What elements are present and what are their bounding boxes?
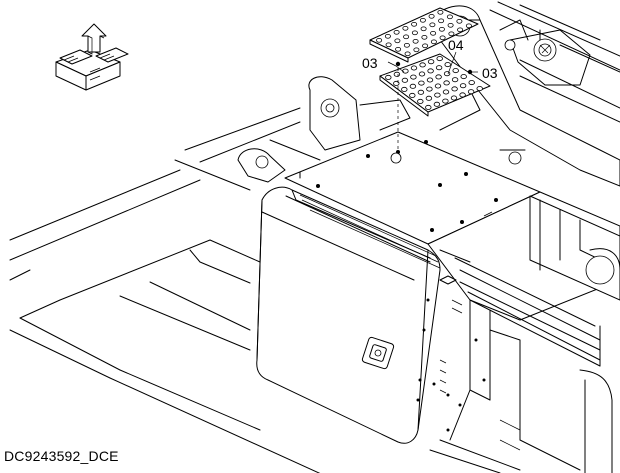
plate-hole — [425, 95, 433, 101]
door-latch — [361, 336, 395, 370]
callout-03-left: 03 — [362, 55, 378, 71]
plate-hole — [443, 80, 450, 86]
step-plate-04 — [379, 53, 491, 117]
plate-hole — [393, 29, 400, 35]
plate-hole — [429, 22, 436, 28]
plate-hole — [448, 31, 455, 37]
plate-hole — [410, 74, 417, 80]
plate-hole — [438, 18, 445, 24]
plate-hole — [436, 56, 443, 62]
plate-hole — [467, 89, 475, 95]
plate-hole — [434, 92, 441, 98]
plate-hole — [447, 22, 454, 28]
orientation-icon — [55, 23, 129, 91]
side-box — [427, 191, 620, 473]
plate-hole — [385, 74, 392, 80]
plate-hole — [450, 95, 458, 101]
plate-hole — [401, 77, 409, 83]
leader-lines — [387, 51, 478, 150]
plate-hole — [403, 42, 410, 48]
plate-hole — [426, 77, 434, 83]
plate-hole — [435, 74, 442, 80]
plate-hole — [411, 21, 418, 27]
plate-hole — [452, 68, 459, 74]
plate-hole — [404, 51, 411, 57]
upper-step-plate — [369, 7, 479, 63]
plate-hole — [460, 74, 467, 80]
plate-hole — [418, 71, 426, 77]
plate-hole — [434, 83, 442, 89]
plate-hole — [442, 98, 449, 104]
plate-hole — [435, 65, 443, 71]
plate-hole — [457, 27, 464, 33]
plate-hole — [426, 86, 433, 92]
plate-hole — [413, 47, 420, 53]
plate-hole — [409, 92, 416, 98]
plate-hole — [412, 38, 419, 44]
plate-hole — [417, 89, 425, 95]
plate-hole — [395, 46, 402, 52]
forward-arrow-icon — [81, 23, 107, 53]
plate-hole — [419, 17, 426, 23]
plate-hole — [403, 34, 410, 40]
plate-hole — [443, 71, 451, 77]
plate-hole — [425, 104, 432, 110]
plate-hole — [468, 80, 475, 86]
plate-hole — [409, 83, 417, 89]
plate-hole — [456, 18, 463, 24]
plate-hole — [451, 86, 458, 92]
plate-hole — [402, 25, 409, 31]
callout-03-right: 03 — [482, 65, 498, 81]
plate-hole — [476, 86, 483, 92]
plate-hole — [402, 68, 409, 74]
plate-hole — [385, 42, 392, 48]
plate-hole — [451, 77, 459, 83]
plate-hole — [420, 26, 427, 32]
plate-hole — [376, 37, 383, 43]
plate-hole — [418, 80, 425, 86]
plate-hole — [393, 71, 401, 77]
plate-hole — [430, 30, 437, 36]
plate-hole — [384, 33, 391, 39]
plate-hole — [442, 89, 450, 95]
side-cover — [256, 186, 441, 444]
plate-hole — [427, 68, 434, 74]
plate-hole — [427, 59, 435, 65]
figure-caption: DC9243592_DCE — [4, 448, 119, 464]
plate-hole — [428, 13, 435, 19]
plate-hole — [417, 98, 424, 104]
plate-hole — [459, 92, 466, 98]
plate-hole — [439, 35, 446, 41]
callout-04: 04 — [448, 37, 464, 53]
plate-hole — [421, 34, 428, 40]
plate-hole — [394, 38, 401, 44]
plate-hole — [465, 23, 472, 29]
plate-hole — [419, 62, 426, 68]
plate-hole — [430, 39, 437, 45]
plate-hole — [459, 83, 467, 89]
plate-hole — [422, 43, 429, 49]
plate-hole — [444, 62, 451, 68]
plate-hole — [437, 9, 444, 15]
plate-hole — [410, 65, 418, 71]
plate-hole — [446, 14, 453, 20]
plate-hole — [411, 30, 418, 36]
plate-hole — [433, 101, 441, 107]
plate-hole — [438, 26, 445, 32]
plate-hole — [401, 86, 408, 92]
